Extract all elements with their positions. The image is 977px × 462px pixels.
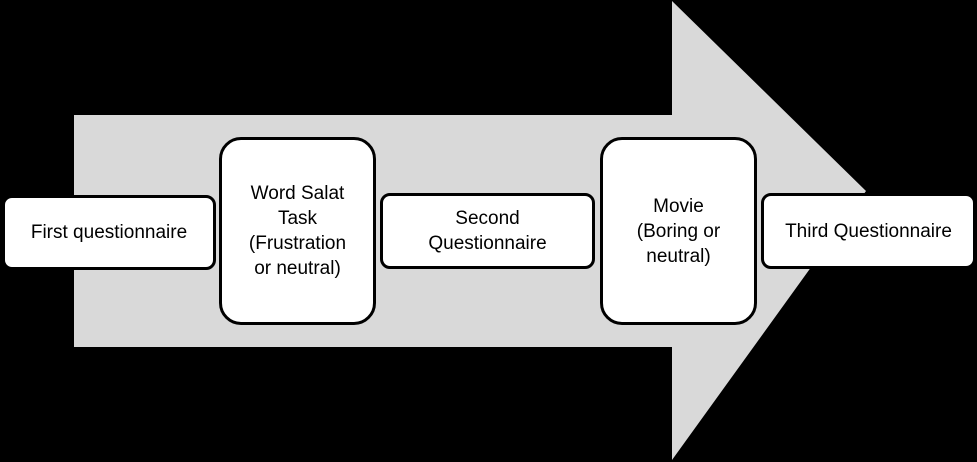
step-third-questionnaire: Third Questionnaire (761, 193, 976, 269)
step-word-salat-task-label: Word Salat Task (Frustration or neutral) (248, 183, 347, 279)
step-movie-label: Movie (Boring or neutral) (636, 195, 721, 267)
step-first-questionnaire: First questionnaire (2, 195, 216, 270)
step-first-questionnaire-label: First questionnaire (30, 222, 188, 243)
step-second-questionnaire: Second Questionnaire (380, 193, 595, 269)
step-word-salat-task: Word Salat Task (Frustration or neutral) (219, 137, 376, 325)
step-third-questionnaire-label: Third Questionnaire (785, 220, 952, 242)
step-second-questionnaire-label: Second Questionnaire (428, 208, 547, 254)
step-movie: Movie (Boring or neutral) (600, 137, 757, 325)
